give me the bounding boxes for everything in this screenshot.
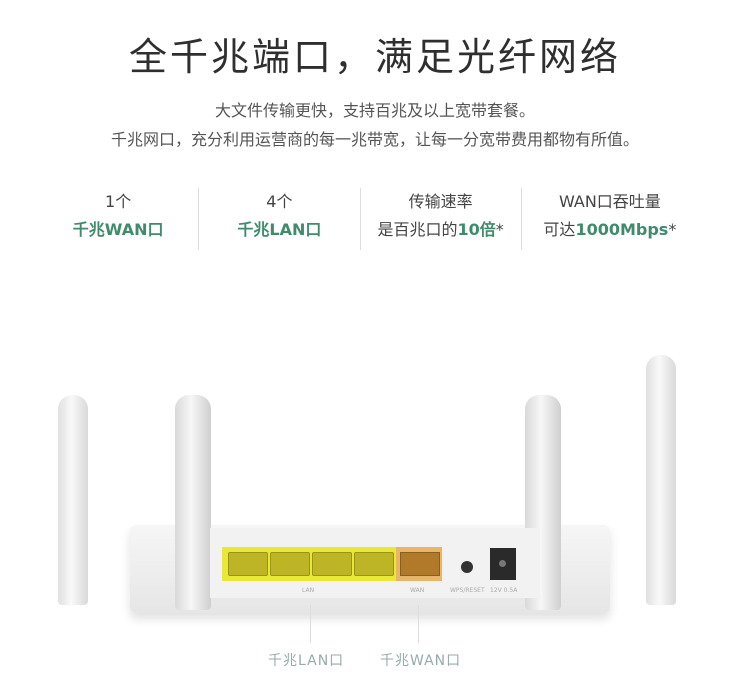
lan-callout: 千兆LAN口 [268, 653, 345, 669]
antenna-inner-left [175, 395, 211, 610]
subtitle-line-1: 大文件传输更快，支持百兆及以上宽带套餐。 [214, 101, 535, 120]
wan-label: WAN [410, 587, 425, 594]
reset-label: WPS/RESET [450, 587, 485, 594]
wan-callout-line [418, 605, 419, 643]
lan-callout-line [310, 605, 311, 643]
feature-stats: 1个 千兆WAN口 4个 千兆LAN口 传输速率 是百兆口的10倍* WAN口吞… [38, 188, 698, 250]
page-title: 全千兆端口，满足光纤网络 [128, 35, 621, 79]
wan-callout: 千兆WAN口 [380, 653, 462, 669]
stat-label: 4个 [266, 192, 293, 211]
stat-footnote-mark: * [495, 220, 504, 239]
stat-wan-count: 1个 千兆WAN口 [38, 188, 200, 250]
lan-port-1 [228, 552, 268, 576]
power-jack [490, 548, 516, 580]
stat-label: 传输速率 [408, 192, 473, 211]
reset-button [461, 561, 473, 573]
stat-highlight: 1000Mbps [575, 220, 669, 239]
stat-lan-count: 4个 千兆LAN口 [199, 188, 361, 250]
stat-transfer-rate: 传输速率 是百兆口的10倍* [361, 188, 522, 250]
subtitle-line-2: 千兆网口，充分利用运营商的每一兆带宽，让每一分宽带费用都物有所值。 [110, 130, 639, 149]
stat-wan-throughput: WAN口吞吐量 可达1000Mbps* [522, 188, 698, 250]
lan-port-4 [354, 552, 394, 576]
lan-label: LAN [302, 587, 315, 594]
lan-port-2 [270, 552, 310, 576]
stat-label: WAN口吞吐量 [558, 192, 661, 211]
power-label: 12V 0.5A [490, 587, 518, 594]
stat-prefix: 是百兆口的 [377, 220, 458, 239]
stat-prefix: 可达 [543, 220, 576, 239]
antenna-far-left [58, 395, 88, 605]
stat-footnote-mark: * [668, 220, 677, 239]
wan-port [400, 552, 440, 576]
stat-highlight: 千兆WAN口 [72, 220, 164, 239]
antenna-far-right [646, 355, 676, 605]
stat-label: 1个 [105, 192, 132, 211]
stat-highlight: 千兆LAN口 [237, 220, 322, 239]
stat-highlight: 10倍 [457, 220, 496, 239]
lan-port-3 [312, 552, 352, 576]
